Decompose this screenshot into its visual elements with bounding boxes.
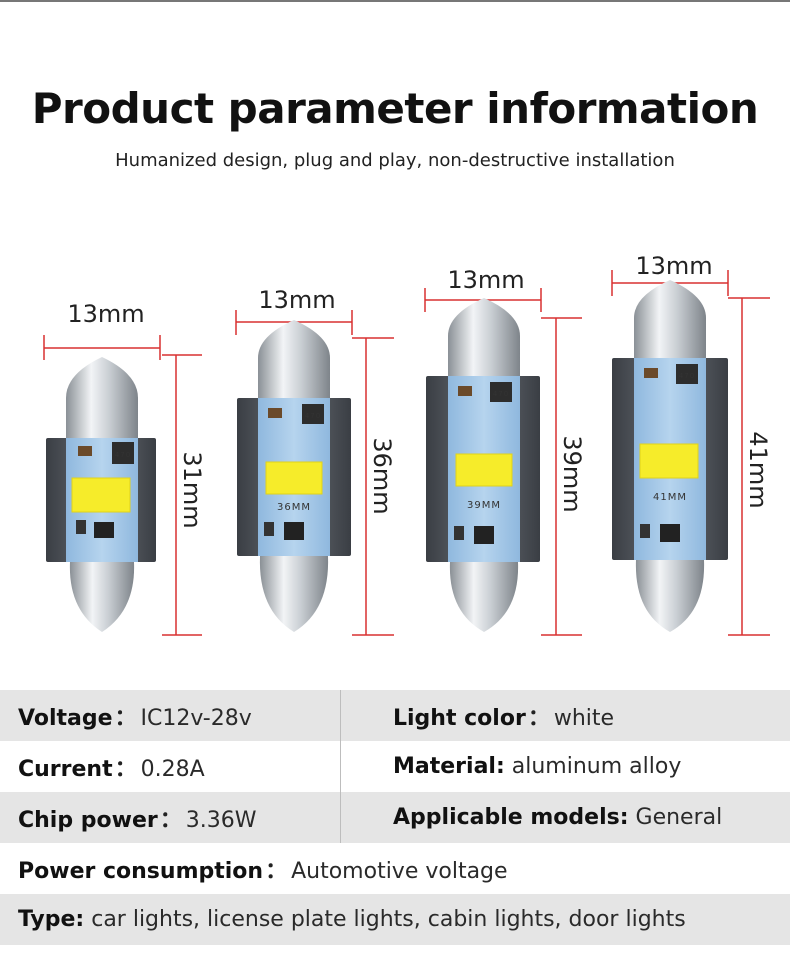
bulb-36mm: 13mm 36mm 470 36MM (235, 286, 396, 636)
cap-top-sleeve (634, 318, 706, 360)
power-consumption-label: Power consumption (18, 858, 264, 884)
cap-top (66, 357, 138, 398)
applicable-models-label: Applicable models: (393, 805, 629, 830)
cap-bottom (449, 562, 519, 632)
bulb-size-illustration: 13mm 31mm 470 13mm 36mm (43, 252, 772, 636)
cap-bottom (635, 560, 705, 632)
type-label: Type: (18, 907, 85, 932)
top-divider-line (0, 0, 790, 2)
type-cell: Type: car lights, license plate lights, … (0, 894, 790, 945)
length-dimension: 39mm (541, 317, 586, 636)
spec-row: Type: car lights, license plate lights, … (0, 894, 790, 945)
cap-top (258, 320, 330, 358)
svg-text:470: 470 (115, 451, 131, 459)
cap-top (634, 280, 706, 318)
cap-top-sleeve (66, 398, 138, 440)
power-consumption-cell: Power consumption：Automotive voltage (0, 843, 790, 894)
board-label: 39MM (467, 500, 501, 511)
bulb-31mm: 13mm 31mm 470 (43, 300, 206, 636)
cap-bottom (259, 556, 329, 632)
applicable-models-cell: Applicable models: General (340, 792, 790, 843)
material-cell: Material: aluminum alloy (340, 741, 790, 792)
current-value: 0.28A (140, 756, 205, 782)
length-label: 39mm (558, 435, 586, 512)
board-label: 41MM (653, 492, 687, 503)
current-label: Current (18, 756, 113, 782)
cap-top (448, 298, 520, 336)
led-chip (265, 461, 323, 495)
length-label: 41mm (744, 431, 772, 508)
chip-power-label: Chip power (18, 807, 158, 833)
spec-row: Chip power：3.36W Applicable models: Gene… (0, 792, 790, 843)
spec-row: Current：0.28A Material: aluminum alloy (0, 741, 790, 792)
page-subtitle: Humanized design, plug and play, non-des… (115, 150, 675, 171)
type-value: car lights, license plate lights, cabin … (91, 907, 686, 932)
spec-row: Voltage：IC12v-28v Light color：white (0, 690, 790, 741)
length-label: 31mm (178, 451, 206, 528)
svg-text:470: 470 (679, 372, 695, 380)
chip-power-cell: Chip power：3.36W (0, 792, 341, 843)
led-chip (639, 443, 699, 479)
width-label: 13mm (635, 252, 712, 280)
width-dimension: 13mm (43, 300, 161, 360)
chip-power-value: 3.36W (185, 807, 257, 833)
spec-table: Voltage：IC12v-28v Light color：white Curr… (0, 690, 790, 945)
applicable-models-value: General (635, 805, 723, 830)
length-label: 36mm (368, 437, 396, 514)
led-chip (455, 453, 513, 487)
cap-top-sleeve (258, 358, 330, 400)
light-color-cell: Light color：white (340, 690, 790, 741)
width-dimension: 13mm (611, 252, 729, 296)
light-color-label: Light color (393, 705, 526, 731)
svg-text:470: 470 (305, 412, 321, 420)
power-consumption-value: Automotive voltage (291, 858, 508, 884)
bulb-41mm: 13mm 41mm 470 41MM (611, 252, 772, 636)
width-label: 13mm (447, 266, 524, 294)
length-dimension: 41mm (728, 297, 772, 636)
length-dimension: 36mm (352, 337, 396, 636)
svg-text:470: 470 (493, 390, 509, 398)
voltage-cell: Voltage：IC12v-28v (0, 690, 341, 741)
width-dimension: 13mm (235, 286, 353, 335)
light-color-value: white (553, 705, 615, 731)
cap-bottom (69, 562, 135, 632)
led-chip (71, 477, 131, 513)
width-label: 13mm (258, 286, 335, 314)
width-label: 13mm (67, 300, 144, 328)
bulb-39mm: 13mm 39mm 470 39MM (424, 266, 586, 636)
material-label: Material: (393, 754, 505, 779)
cap-top-sleeve (448, 336, 520, 378)
length-dimension: 31mm (162, 354, 206, 636)
board-label: 36MM (277, 502, 311, 513)
voltage-value: IC12v-28v (140, 705, 252, 731)
material-value: aluminum alloy (511, 754, 682, 779)
spec-row: Power consumption：Automotive voltage (0, 843, 790, 894)
voltage-label: Voltage (18, 705, 113, 731)
page-title: Product parameter information (31, 84, 759, 133)
current-cell: Current：0.28A (0, 741, 341, 792)
